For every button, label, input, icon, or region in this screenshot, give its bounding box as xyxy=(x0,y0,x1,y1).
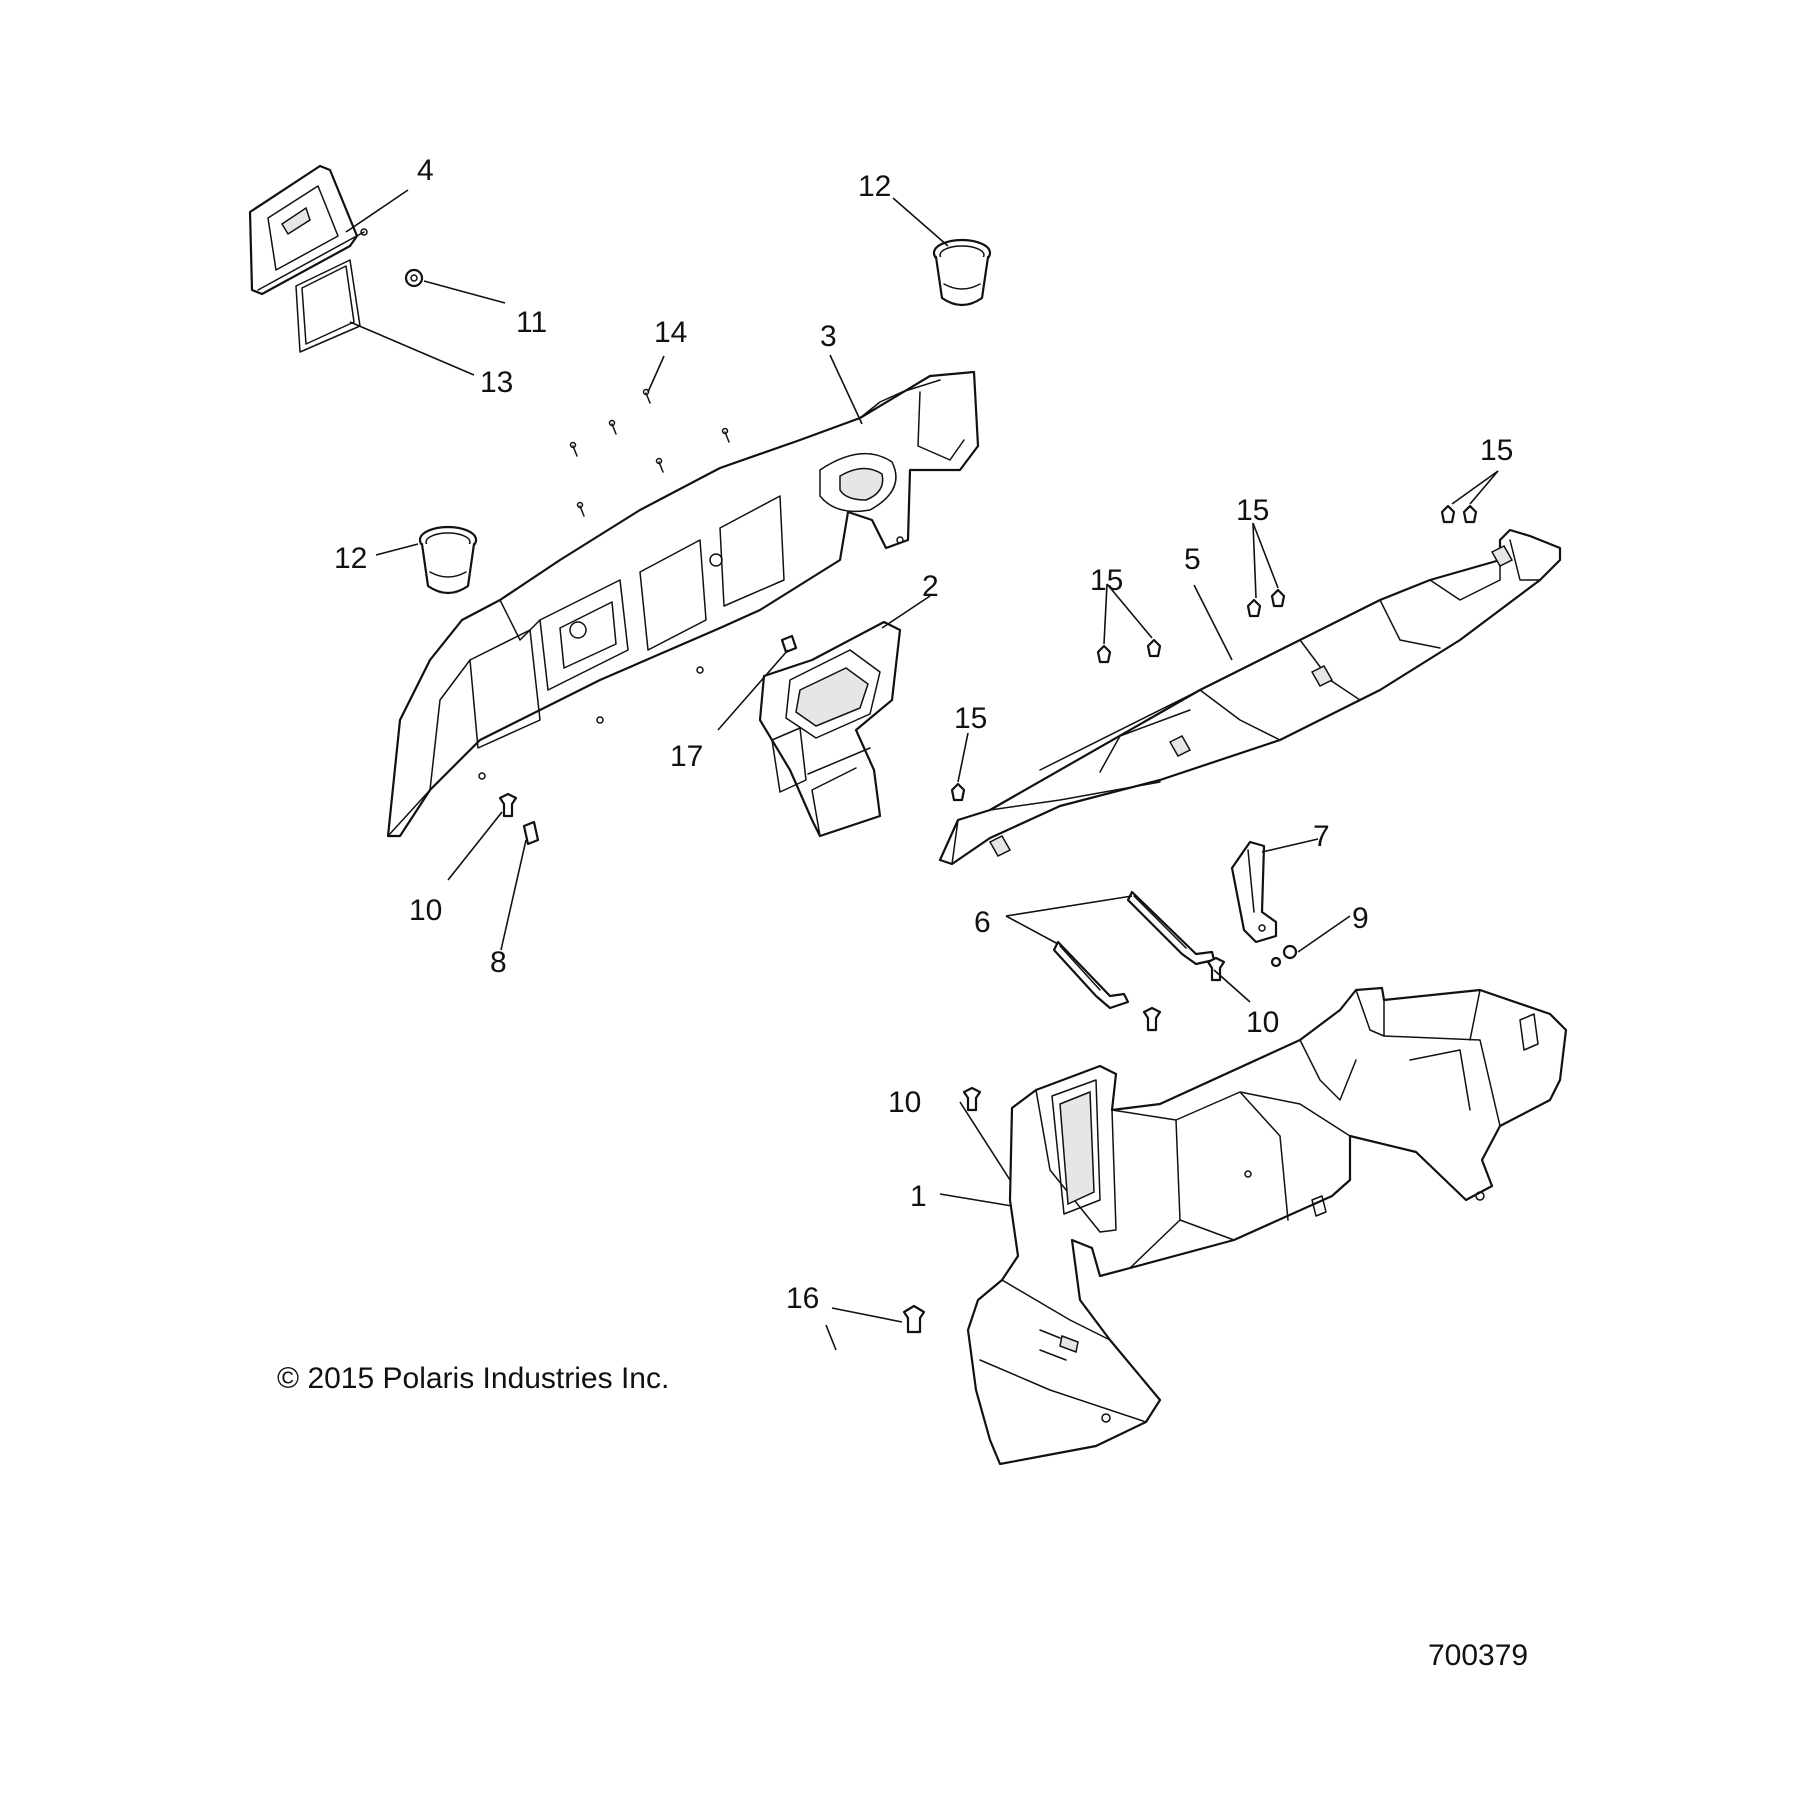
part-12-cup-holder-lower xyxy=(418,525,478,595)
part-8-clip xyxy=(522,820,540,846)
callout-10-left: 10 xyxy=(409,894,442,927)
part-2-console-pocket xyxy=(758,620,902,838)
callout-10-lower: 10 xyxy=(888,1086,921,1119)
callout-labels: 4 12 11 13 14 3 15 15 15 5 12 2 15 17 7 … xyxy=(334,154,1513,1315)
part-3-upper-dash xyxy=(386,370,980,838)
callout-17: 17 xyxy=(670,740,703,773)
callout-7: 7 xyxy=(1313,820,1330,853)
part-6-braces xyxy=(1052,890,1216,1010)
callout-16: 16 xyxy=(786,1282,819,1315)
callout-11: 11 xyxy=(516,306,547,339)
part-13-seal xyxy=(295,259,361,353)
part-9-screws xyxy=(1270,944,1298,968)
callout-14: 14 xyxy=(654,316,687,349)
callout-2: 2 xyxy=(922,570,939,603)
part-17-clip xyxy=(780,634,798,654)
callout-4: 4 xyxy=(417,154,434,187)
part-5-dash-cover xyxy=(938,528,1562,866)
part-16-screw xyxy=(902,1304,926,1334)
part-15-push-rivets xyxy=(950,504,1478,802)
callout-15-mid: 15 xyxy=(1236,494,1269,527)
copyright-notice: © 2015 Polaris Industries Inc. xyxy=(277,1362,669,1395)
callout-12-lower: 12 xyxy=(334,542,367,575)
callout-8: 8 xyxy=(490,946,507,979)
callout-5: 5 xyxy=(1184,543,1201,576)
part-12-cup-holder-upper xyxy=(932,238,992,307)
part-7-bracket xyxy=(1230,840,1278,944)
part-10-fasteners xyxy=(498,792,1226,1112)
callout-9: 9 xyxy=(1352,902,1369,935)
leader-lines xyxy=(345,189,1499,1351)
callout-15-right: 15 xyxy=(1480,434,1513,467)
part-11-nut xyxy=(404,268,424,288)
callout-15-left: 15 xyxy=(1090,564,1123,597)
callout-15-lone: 15 xyxy=(954,702,987,735)
callout-1: 1 xyxy=(910,1180,927,1213)
callout-12-upper: 12 xyxy=(858,170,891,203)
part-1-lower-dash xyxy=(966,986,1568,1466)
drawing-number: 700379 xyxy=(1428,1639,1528,1672)
callout-10-braces: 10 xyxy=(1246,1006,1279,1039)
callout-3: 3 xyxy=(820,320,837,353)
callout-13: 13 xyxy=(480,366,513,399)
callout-6: 6 xyxy=(974,906,991,939)
part-4-glovebox-door xyxy=(248,164,368,296)
